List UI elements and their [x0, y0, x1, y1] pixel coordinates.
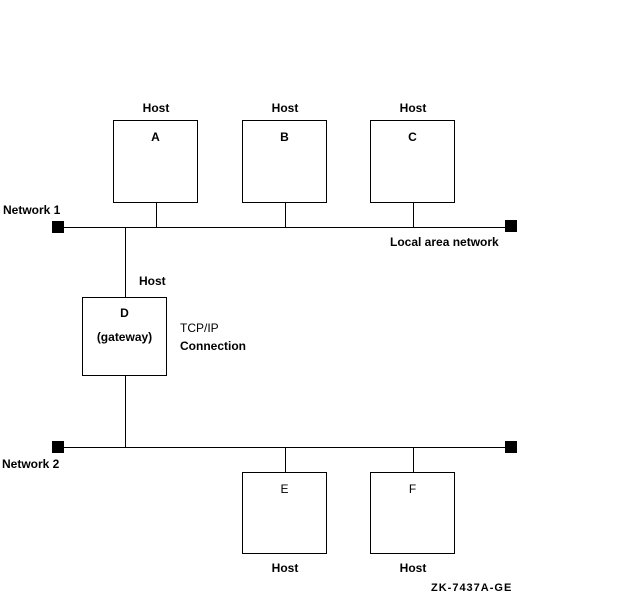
- network1-right-terminator: [505, 220, 517, 232]
- host-f-box: [370, 472, 455, 554]
- network1-bus-line: [58, 227, 511, 228]
- host-f-caption: Host: [399, 561, 427, 575]
- host-e-drop-line: [285, 447, 286, 472]
- host-f-letter: F: [408, 482, 417, 496]
- network2-right-terminator: [505, 441, 517, 453]
- host-b-letter: B: [280, 130, 289, 144]
- host-d-sublabel: (gateway): [96, 330, 153, 344]
- host-f-drop-line: [413, 447, 414, 472]
- host-a-box: [113, 120, 198, 203]
- host-a-drop-line: [156, 203, 157, 227]
- lan-label: Local area network: [390, 235, 499, 249]
- network2-left-terminator: [52, 441, 64, 453]
- host-b-drop-line: [285, 203, 286, 227]
- host-e-letter: E: [280, 482, 289, 496]
- network2-label: Network 2: [2, 457, 60, 471]
- figure-code: ZK-7437A-GE: [431, 582, 513, 594]
- tcpip-label-line2: Connection: [180, 339, 246, 353]
- host-b-box: [242, 120, 327, 203]
- host-c-drop-line: [413, 203, 414, 227]
- network1-left-terminator: [52, 221, 64, 233]
- host-d-box: [82, 297, 167, 376]
- host-c-caption: Host: [399, 101, 427, 115]
- host-d-caption: Host: [139, 274, 166, 288]
- host-c-letter: C: [408, 130, 417, 144]
- host-c-box: [370, 120, 455, 203]
- network1-label: Network 1: [3, 203, 61, 217]
- host-a-letter: A: [151, 130, 160, 144]
- host-e-box: [242, 472, 327, 554]
- host-e-caption: Host: [271, 561, 299, 575]
- host-a-caption: Host: [142, 101, 170, 115]
- gateway-upper-line: [125, 227, 126, 297]
- network2-bus-line: [58, 447, 511, 448]
- tcpip-label-line1: TCP/IP: [180, 321, 219, 335]
- host-d-letter: D: [120, 306, 129, 320]
- gateway-lower-line: [125, 376, 126, 447]
- host-b-caption: Host: [271, 101, 299, 115]
